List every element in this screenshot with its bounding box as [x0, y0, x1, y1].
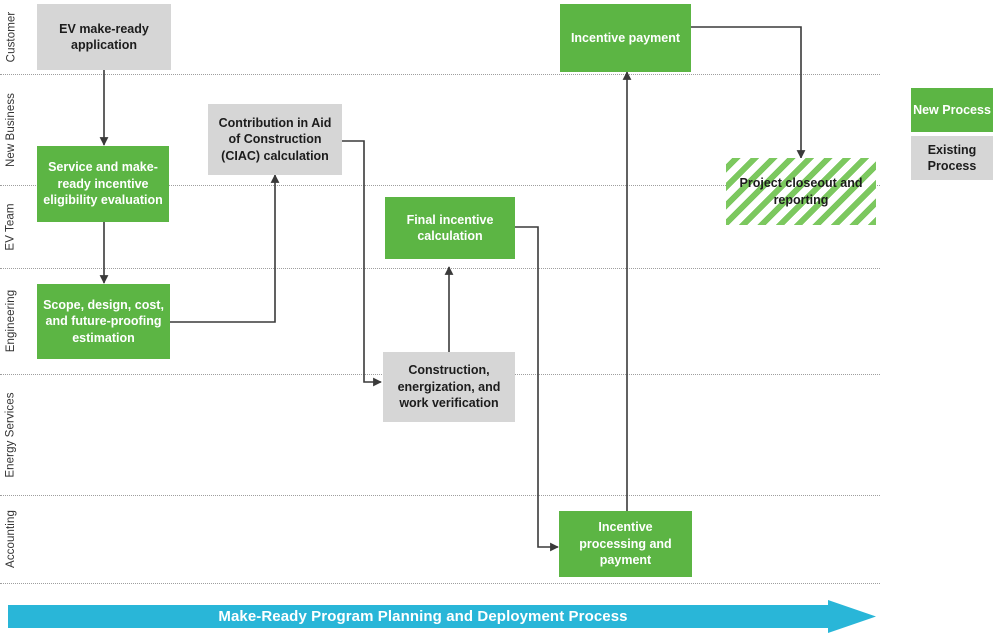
lane-label-text: Customer: [5, 11, 17, 63]
lane-label-ev-team: EV Team: [0, 185, 22, 268]
node-project-closeout[interactable]: Project closeout and reporting: [726, 158, 876, 225]
node-ciac-calculation[interactable]: Contribution in Aid of Construction (CIA…: [208, 104, 342, 175]
node-construction[interactable]: Construction, energization, and work ver…: [383, 352, 515, 422]
node-service-eligibility[interactable]: Service and make-ready incentive eligibi…: [37, 146, 169, 222]
legend-new-process: New Process: [911, 88, 993, 132]
node-label: Project closeout and reporting: [739, 176, 863, 207]
lane-label-text: Engineering: [5, 289, 18, 353]
lane-label-text: Accounting: [5, 510, 17, 568]
lane-divider-5: [0, 495, 880, 496]
lane-divider-6: [0, 583, 880, 584]
lane-divider-3: [0, 268, 880, 269]
node-incentive-payment[interactable]: Incentive payment: [560, 4, 691, 72]
node-incentive-processing[interactable]: Incentive processing and payment: [559, 511, 692, 577]
connector-ciac-to-construction: [342, 140, 382, 387]
node-label: Service and make-ready incentive eligibi…: [43, 160, 163, 208]
node-label: Contribution in Aid of Construction (CIA…: [218, 115, 332, 163]
lane-label-text: Energy Services: [5, 391, 18, 478]
node-scope-design[interactable]: Scope, design, cost, and future-proofing…: [37, 284, 170, 359]
connector-final-incentive-to-processing: [515, 226, 559, 552]
node-label: Final incentive calculation: [406, 212, 494, 244]
banner-arrow-icon: [8, 600, 876, 633]
lane-divider-2: [0, 185, 880, 186]
banner-title: Make-Ready Program Planning and Deployme…: [218, 608, 628, 625]
lane-label-engineering: Engineering: [0, 268, 22, 374]
legend-existing-process-label: Existing Process: [927, 142, 977, 173]
node-label: Incentive payment: [570, 30, 681, 45]
node-ev-application[interactable]: EV make-ready application: [37, 4, 171, 70]
node-label: Incentive processing and payment: [579, 520, 672, 568]
lane-label-energy-services: Energy Services: [0, 374, 22, 495]
node-final-incentive[interactable]: Final incentive calculation: [385, 197, 515, 259]
node-label: Scope, design, cost, and future-proofing…: [43, 297, 164, 345]
legend-new-process-label: New Process: [913, 102, 991, 117]
lane-label-accounting: Accounting: [0, 495, 22, 583]
lane-label-customer: Customer: [0, 0, 22, 74]
node-label: Construction, energization, and work ver…: [397, 363, 501, 411]
lane-label-text: New Business: [5, 92, 18, 167]
lane-label-text: EV Team: [5, 202, 17, 251]
node-label: EV make-ready application: [59, 21, 149, 53]
legend-existing-process: Existing Process: [911, 136, 993, 180]
process-banner: Make-Ready Program Planning and Deployme…: [8, 600, 876, 633]
lane-label-new-business: New Business: [0, 74, 22, 185]
connector-payment-to-closeout: [691, 26, 806, 159]
connector-scope-to-ciac: [170, 174, 280, 323]
lane-divider-1: [0, 74, 880, 75]
